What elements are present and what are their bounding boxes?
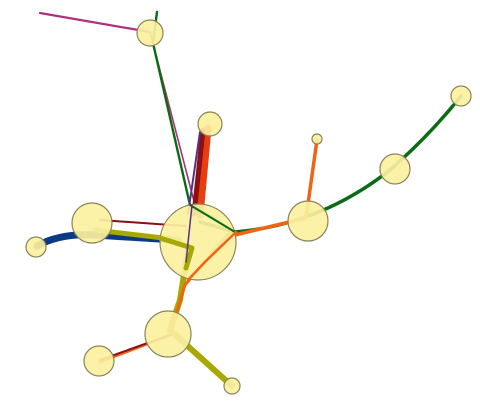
node-top[interactable] [136, 19, 164, 47]
edge-red-pillar [196, 124, 212, 219]
edge-purple-pillar [187, 131, 201, 215]
node-right-mid[interactable] [379, 153, 411, 185]
edge-hub-olive-cross [157, 235, 195, 271]
node-far-right[interactable] [450, 85, 472, 107]
node-bottom-mid[interactable] [144, 310, 192, 358]
node-pillar[interactable] [197, 111, 223, 137]
node-left[interactable] [25, 236, 47, 258]
edge-hub-purple-cross [185, 204, 193, 263]
node-small-right-top[interactable] [311, 133, 323, 145]
nodes [25, 19, 472, 395]
node-right[interactable] [287, 200, 329, 242]
hub-overlay-edges [157, 204, 238, 282]
edge-green-right [198, 94, 463, 234]
node-hub[interactable] [159, 203, 237, 281]
edge-magenta-topleft [38, 11, 152, 34]
edge-hub-green-cross [189, 204, 236, 233]
edges [33, 10, 463, 389]
node-left-mid[interactable] [71, 202, 113, 244]
node-bottom-left[interactable] [83, 345, 115, 377]
edge-darkred-pillar [191, 127, 206, 217]
edge-hub-red-cross [186, 230, 238, 282]
node-bottom-right[interactable] [223, 377, 241, 395]
